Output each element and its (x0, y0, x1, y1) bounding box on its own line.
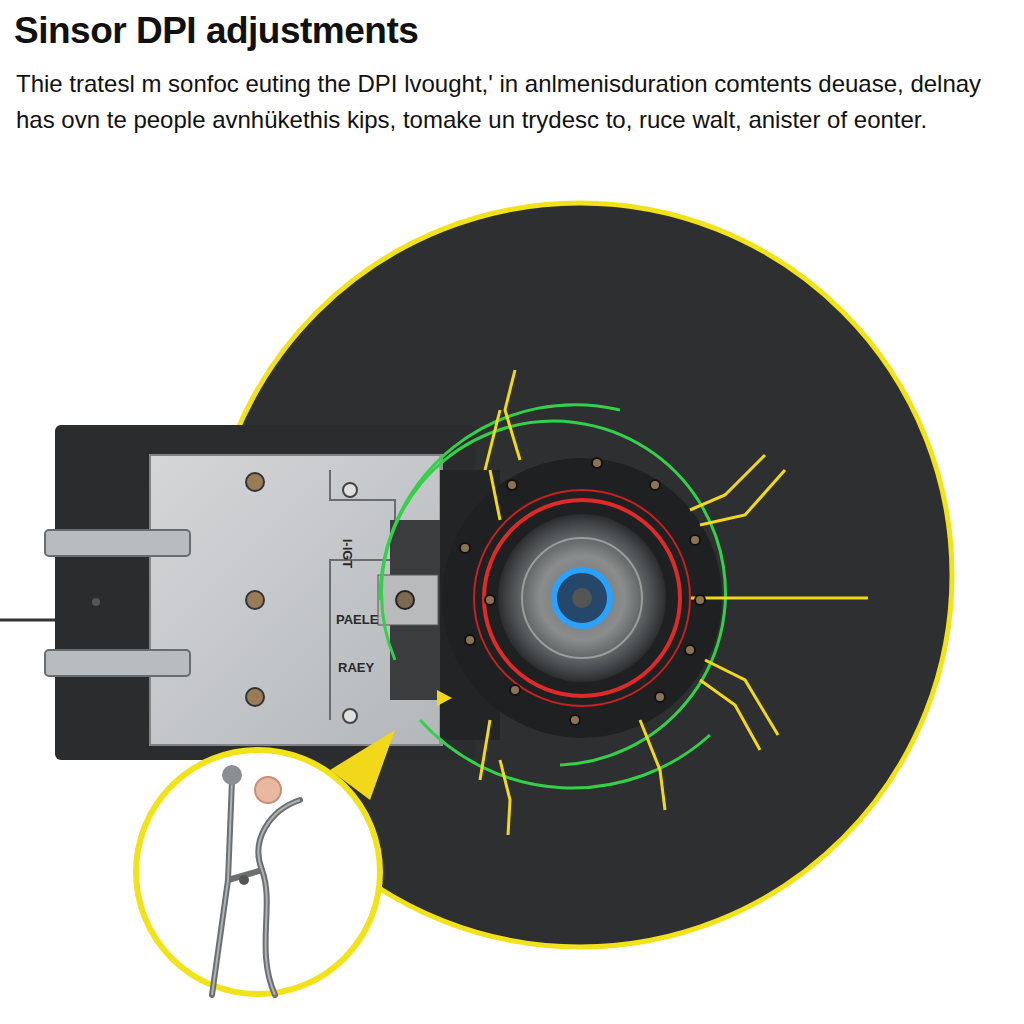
plate-label: I-IGT (340, 539, 355, 569)
plate-label: PAELE (336, 612, 378, 627)
title: Sinsor DPI adjustments (14, 10, 418, 52)
plate-label: RAEY (338, 660, 374, 675)
description-text: Thie tratesl m sonfoc euting the DPI lvo… (16, 66, 1001, 138)
